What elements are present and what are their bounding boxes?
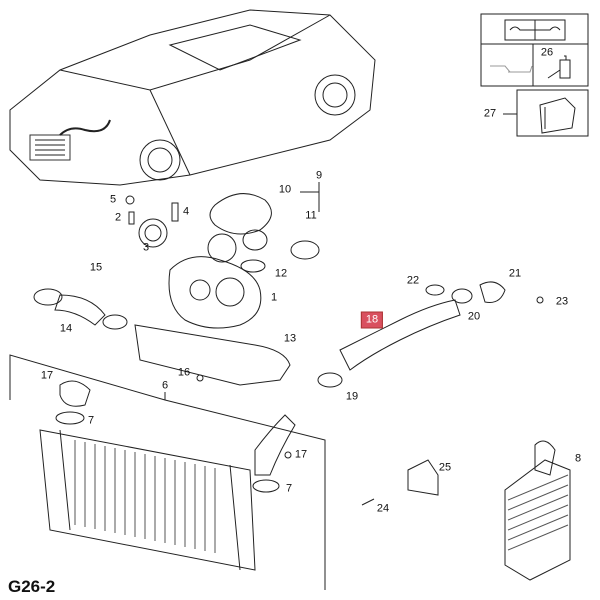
clip-icon: [539, 97, 576, 134]
oil-can-icon: [490, 65, 533, 73]
callout-4: 4: [182, 205, 190, 218]
callout-12: 12: [274, 267, 288, 280]
callout-14: 14: [59, 322, 73, 335]
callout-23: 23: [555, 295, 569, 308]
car-illustration: [9, 9, 376, 186]
callout-10: 10: [278, 183, 292, 196]
callout-22: 22: [406, 274, 420, 287]
callout-15: 15: [89, 261, 103, 274]
callout-24: 24: [376, 502, 390, 515]
callout-21: 21: [508, 267, 522, 280]
callout-18-highlighted[interactable]: 18: [360, 311, 384, 329]
sealant-bottle-icon: [547, 55, 571, 79]
callout-16: 16: [177, 366, 191, 379]
clip-box: [516, 89, 589, 137]
callout-20: 20: [467, 310, 481, 323]
callout-27: 27: [483, 107, 497, 120]
callout-8: 8: [574, 452, 582, 465]
callout-17: 17: [40, 369, 54, 382]
callout-17: 17: [294, 448, 308, 461]
callout-3: 3: [142, 241, 150, 254]
callout-1: 1: [270, 291, 278, 304]
callout-5: 5: [109, 193, 117, 206]
callout-13: 13: [283, 332, 297, 345]
repair-manual-icon: [504, 19, 566, 41]
tool-legend-box: [480, 13, 589, 137]
callout-6: 6: [161, 379, 169, 392]
callout-9: 9: [315, 169, 323, 182]
callout-19: 19: [345, 390, 359, 403]
callout-25: 25: [438, 461, 452, 474]
diagram-code: G26-2: [8, 577, 56, 596]
callout-26: 26: [540, 46, 554, 59]
callout-11: 11: [305, 209, 317, 222]
callout-7: 7: [285, 482, 293, 495]
callout-2: 2: [114, 211, 122, 224]
callout-7: 7: [87, 414, 95, 427]
